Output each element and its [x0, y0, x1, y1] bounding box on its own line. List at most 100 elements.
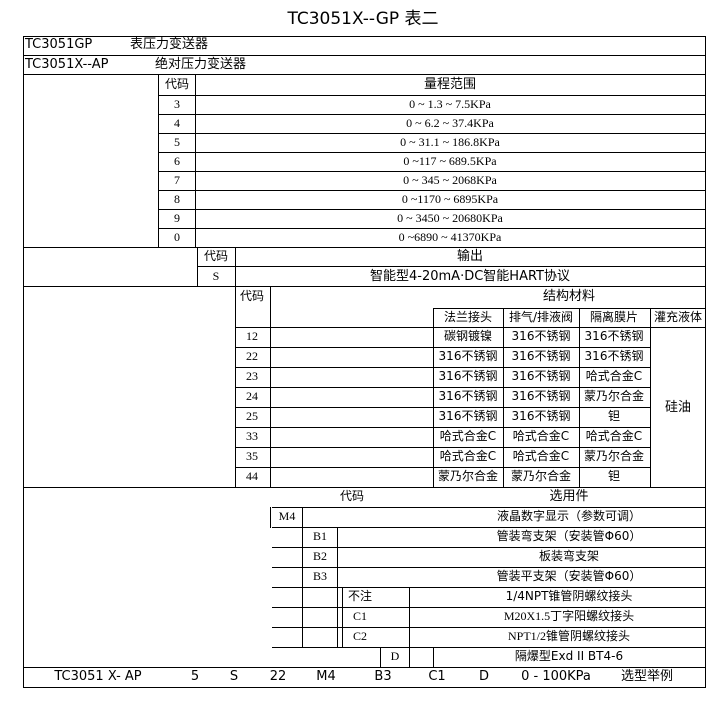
grid-line — [23, 36, 24, 688]
option-value: 隔爆型Exd II BT4-6 — [514, 649, 624, 664]
grid-line — [270, 507, 271, 528]
grid-line — [272, 547, 706, 548]
grid-line — [197, 247, 198, 287]
range-value: 0 ~ 1.3 ~ 7.5KPa — [409, 96, 491, 111]
range-code: 0 — [174, 229, 180, 244]
option-code: C2 — [352, 629, 368, 644]
material-header: 结构材料 — [542, 288, 596, 304]
range-value: 0 ~ 345 ~ 2068KPa — [403, 172, 497, 187]
material-code: 24 — [246, 389, 258, 404]
output-header: 输出 — [456, 248, 484, 264]
grid-line — [302, 507, 303, 648]
grid-line — [158, 114, 706, 115]
material-code: 12 — [246, 329, 258, 344]
material-column-header: 排气/排液阀 — [508, 310, 574, 325]
grid-line — [433, 308, 706, 309]
option-value: 液晶数字显示（参数可调） — [496, 509, 642, 524]
model-code: TC3051X--AP — [25, 56, 109, 72]
valve-material: 316不锈钢 — [511, 389, 571, 404]
grid-line — [342, 587, 343, 648]
range-value: 0 ~ 3450 ~ 20680KPa — [397, 210, 503, 225]
grid-line — [158, 74, 159, 248]
valve-material: 蒙乃尔合金 — [510, 469, 572, 484]
grid-line — [235, 447, 651, 448]
range-code: 9 — [174, 210, 180, 225]
grid-line — [158, 209, 706, 210]
range-code: 8 — [174, 191, 180, 206]
grid-line — [23, 36, 706, 37]
option-value: 管装弯支架（安装管Φ60） — [496, 529, 642, 544]
grid-line — [272, 507, 706, 508]
option-code: D — [390, 649, 400, 664]
range-value: 0 ~6890 ~ 41370KPa — [398, 229, 502, 244]
grid-line — [337, 527, 338, 648]
grid-line — [23, 667, 706, 668]
range-code: 7 — [174, 172, 180, 187]
example-part: D — [478, 668, 490, 684]
flange-material: 316不锈钢 — [438, 369, 498, 384]
grid-line — [235, 427, 651, 428]
grid-line — [235, 407, 651, 408]
model-name: 表压力变送器 — [130, 36, 209, 52]
grid-line — [272, 587, 706, 588]
option-code: 不注 — [347, 589, 373, 604]
grid-line — [23, 286, 706, 287]
grid-line — [272, 567, 706, 568]
example-part: 22 — [269, 668, 287, 684]
flange-material: 碳钢镀镍 — [443, 329, 493, 344]
grid-line — [195, 74, 196, 248]
grid-line — [705, 36, 706, 688]
grid-line — [158, 190, 706, 191]
grid-line — [650, 308, 651, 488]
model-code: TC3051GP — [25, 36, 93, 52]
grid-line — [235, 387, 651, 388]
valve-material: 316不锈钢 — [511, 409, 571, 424]
options-header: 选用件 — [549, 488, 589, 504]
output-value: 智能型4-20mA·DC智能HART协议 — [370, 268, 570, 284]
grid-line — [272, 647, 706, 648]
range-code: 6 — [174, 153, 180, 168]
grid-line — [235, 467, 651, 468]
range-code: 3 — [174, 96, 180, 111]
grid-line — [23, 55, 706, 56]
grid-line — [272, 627, 706, 628]
fill-liquid: 硅油 — [664, 399, 692, 415]
range-value: 0 ~ 31.1 ~ 186.8KPa — [400, 134, 500, 149]
page-title: TC3051X--GP 表二 — [287, 8, 439, 29]
range-header: 量程范围 — [423, 76, 477, 92]
grid-line — [272, 527, 706, 528]
diaphragm-material: 蒙乃尔合金 — [583, 389, 645, 404]
range-value: 0 ~ 6.2 ~ 37.4KPa — [406, 115, 494, 130]
example-part: S — [229, 668, 239, 684]
diaphragm-material: 哈式合金C — [585, 429, 643, 444]
material-code: 44 — [246, 469, 258, 484]
diaphragm-material: 316不锈钢 — [584, 349, 644, 364]
grid-line — [235, 327, 706, 328]
material-code: 22 — [246, 349, 258, 364]
example-part: 0 - 100KPa — [521, 668, 591, 684]
example-part: M4 — [316, 668, 336, 684]
grid-line — [409, 587, 410, 668]
flange-material: 316不锈钢 — [438, 389, 498, 404]
grid-line — [272, 607, 706, 608]
flange-material: 316不锈钢 — [438, 349, 498, 364]
range-value: 0 ~117 ~ 689.5KPa — [403, 153, 497, 168]
valve-material: 哈式合金C — [512, 449, 570, 464]
grid-line — [23, 687, 706, 688]
valve-material: 316不锈钢 — [511, 329, 571, 344]
diaphragm-material: 钽 — [607, 409, 621, 424]
flange-material: 哈式合金C — [439, 449, 497, 464]
option-value: 板装弯支架 — [538, 549, 600, 564]
option-code: B2 — [312, 549, 328, 564]
grid-line — [158, 133, 706, 134]
diaphragm-material: 316不锈钢 — [584, 329, 644, 344]
grid-line — [23, 487, 706, 488]
example-part: 5 — [190, 668, 200, 684]
example-part: C1 — [428, 668, 446, 684]
valve-material: 哈式合金C — [512, 429, 570, 444]
material-code-header: 代码 — [239, 289, 265, 304]
example-part: B3 — [374, 668, 392, 684]
grid-line — [23, 247, 706, 248]
valve-material: 316不锈钢 — [511, 369, 571, 384]
flange-material: 316不锈钢 — [438, 409, 498, 424]
